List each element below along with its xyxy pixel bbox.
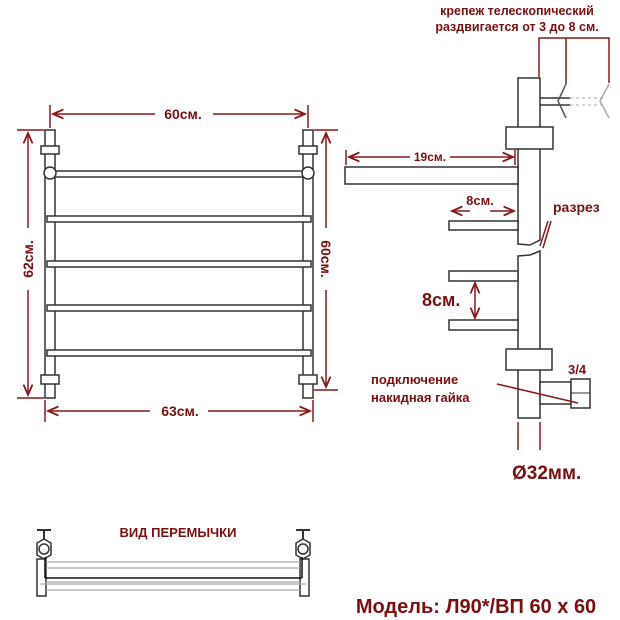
front-view: [17, 105, 338, 422]
connection-label-2: накидная гайка: [371, 390, 470, 405]
dim-depth-8: 8см.: [466, 193, 494, 208]
dim-width-top: 60см.: [164, 106, 202, 122]
top-rail: [49, 170, 309, 178]
rail: [448, 319, 519, 331]
connection-label-1: подключение: [371, 372, 458, 387]
joint: [43, 166, 57, 180]
nut: [505, 126, 554, 150]
right-fitting: [295, 529, 311, 560]
nut: [298, 145, 318, 155]
telescopic-note-2: раздвигается от 3 до 8 см.: [435, 20, 598, 34]
vertical-tube-upper: [517, 77, 541, 246]
vertical-tube-lower: [517, 249, 541, 419]
nut: [40, 145, 60, 155]
rail: [46, 304, 312, 312]
dim-depth-19: 19см.: [414, 150, 446, 164]
diameter-label: Ø32мм.: [512, 463, 581, 484]
nut: [40, 374, 60, 385]
dim-rail-spacing: 8см.: [422, 290, 460, 310]
side-view: [344, 37, 610, 450]
thread-label: 3/4: [568, 362, 587, 377]
section-label: разрез: [553, 199, 600, 215]
dim-height-left: 62см.: [20, 240, 36, 278]
rail: [46, 260, 312, 268]
telescopic-note-1: крепеж телескопический: [440, 4, 594, 18]
nut: [505, 348, 553, 371]
jumper-view: [36, 529, 311, 597]
rail: [448, 220, 519, 231]
model-label: Модель: Л90*/ВП 60 х 60: [356, 596, 596, 618]
dim-width-bottom: 63см.: [161, 403, 199, 419]
rail-19: [344, 166, 519, 185]
rail: [448, 270, 519, 282]
nut: [298, 374, 318, 385]
jumper-view-title: ВИД ПЕРЕМЫЧКИ: [120, 525, 237, 540]
rail: [46, 215, 312, 223]
dim-height-right: 60см.: [318, 240, 334, 278]
rail: [46, 349, 312, 357]
joint: [301, 166, 315, 180]
left-fitting: [36, 529, 52, 560]
